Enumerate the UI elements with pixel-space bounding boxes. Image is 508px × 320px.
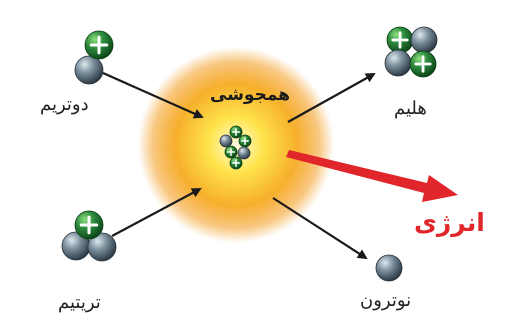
arrow-deuterium-in [102, 71, 204, 119]
reaction-arrows [102, 71, 376, 260]
deuterium-proton [84, 30, 114, 60]
label-neutron: نوترون [360, 290, 412, 311]
fusion-glow [138, 47, 334, 243]
cluster-proton-4 [229, 156, 243, 170]
arrow-tritium-in [111, 188, 202, 237]
helium-neutron-1 [410, 26, 438, 54]
tritium-proton [74, 210, 104, 240]
cluster-neutron-1 [219, 134, 233, 148]
label-energy: انرژی [414, 208, 485, 237]
arrow-helium-out [287, 73, 376, 123]
helium-proton-2 [409, 50, 437, 78]
label-helium: هلیم [394, 98, 427, 119]
cluster-neutron-2 [237, 146, 251, 160]
helium-proton-1 [386, 26, 414, 54]
label-deuterium: دوتریم [40, 94, 89, 115]
tritium-neutron-2 [87, 232, 117, 262]
cluster-proton-2 [238, 134, 252, 148]
cluster-proton-3 [224, 145, 238, 159]
helium-neutron-2 [384, 49, 412, 77]
energy-arrow [286, 150, 458, 202]
arrow-neutron-out [272, 197, 368, 260]
free-neutron [375, 254, 403, 282]
cluster-proton-1 [229, 125, 243, 139]
deuterium-neutron [74, 55, 104, 85]
label-fusion: همجوشی [210, 85, 291, 105]
label-tritium: تریتیم [58, 292, 101, 313]
